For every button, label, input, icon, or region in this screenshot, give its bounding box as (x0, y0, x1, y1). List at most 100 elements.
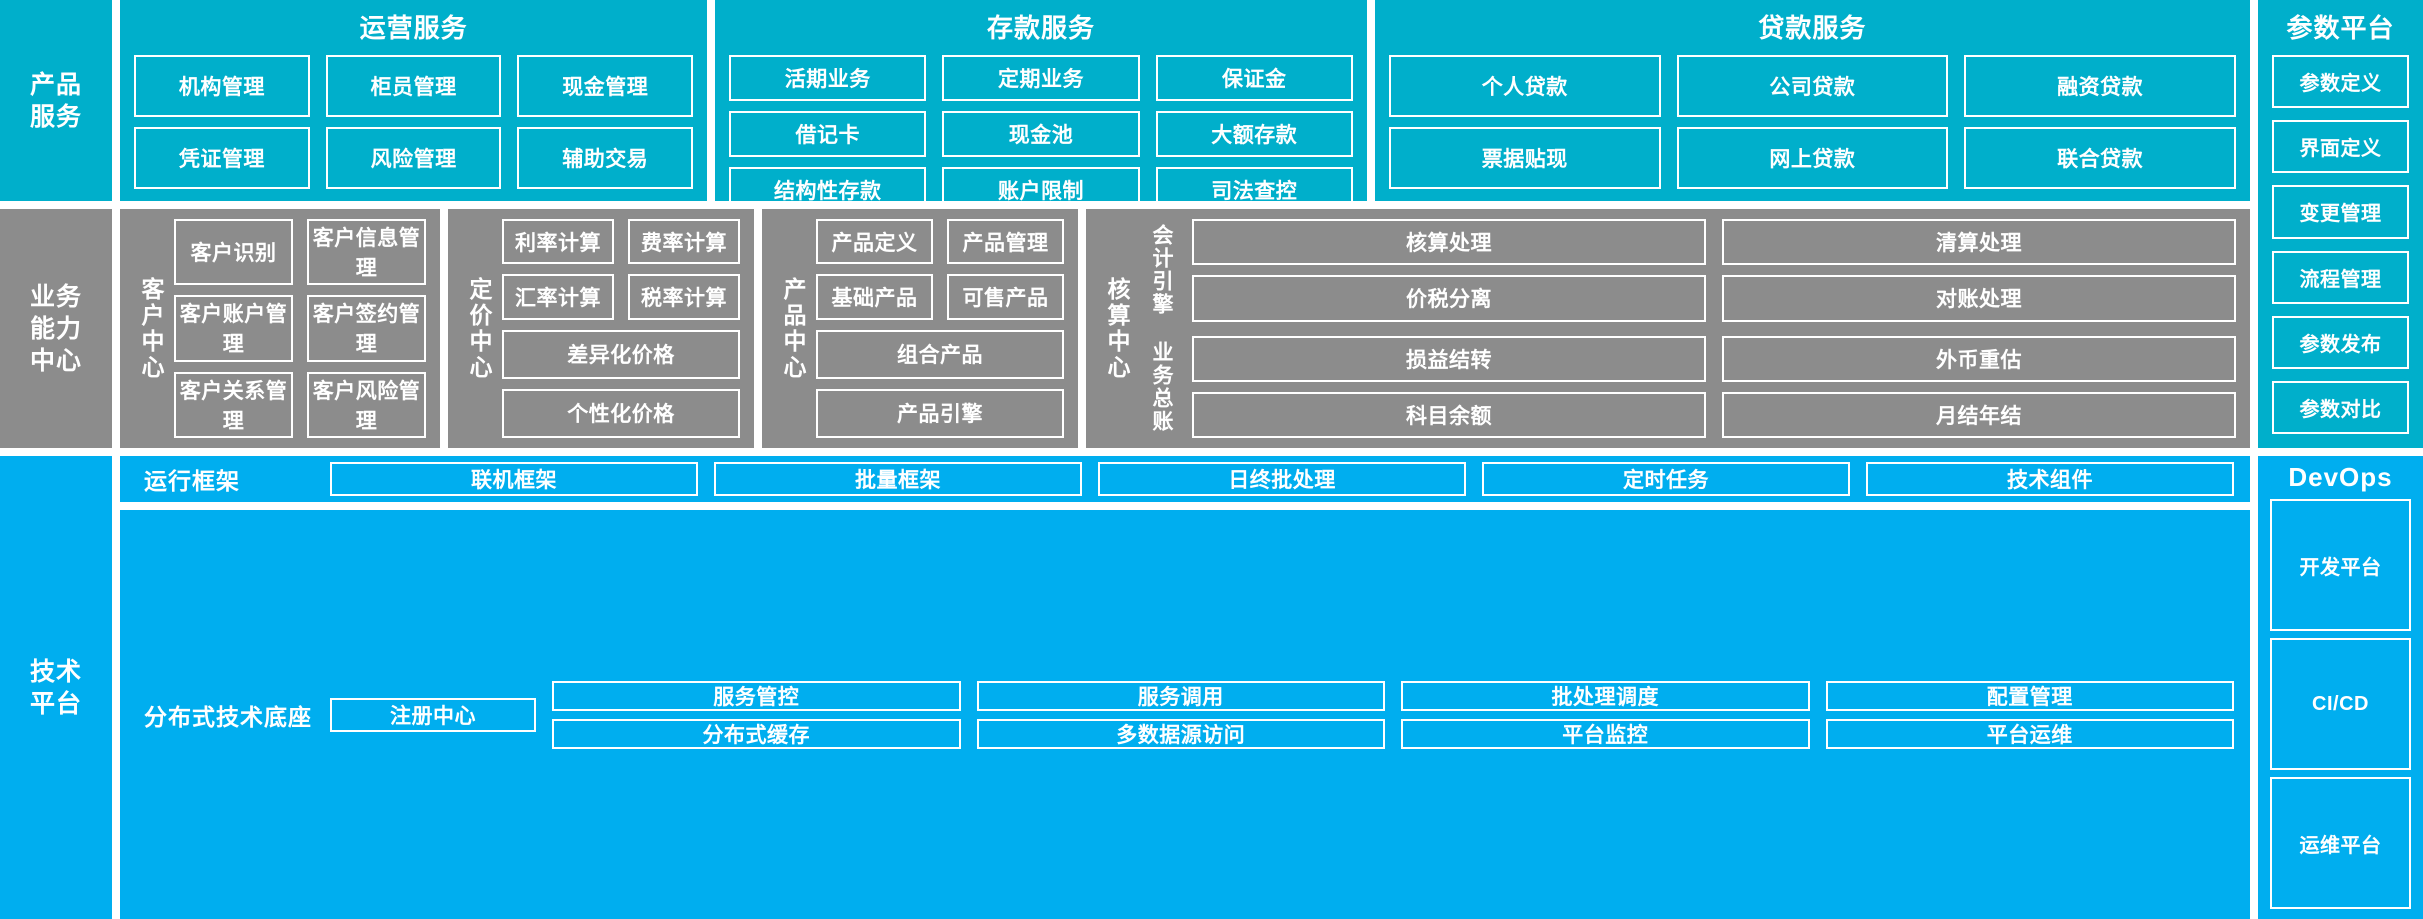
technology-platform-bands: 运行框架 联机框架 批量框架 日终批处理 定时任务 技术组件 分布式技术底座 注… (120, 456, 2250, 919)
panel-deposit-services: 存款服务 活期业务 定期业务 保证金 借记卡 现金池 大额存款 结构性存款 账户… (715, 0, 1367, 213)
vlabel-pricing-center: 定价中心 (466, 276, 492, 381)
row-business-capability: 业务 能力 中心 客户中心 客户识别 客户信息管理 客户账户管理 客户签约管理 (0, 209, 2250, 448)
service-item[interactable]: 网上贷款 (1676, 127, 1949, 189)
band-runtime-framework: 运行框架 联机框架 批量框架 日终批处理 定时任务 技术组件 (120, 456, 2250, 502)
tech-item[interactable]: 服务管控 (552, 680, 961, 711)
capability-item[interactable]: 税率计算 (628, 274, 740, 320)
tech-item[interactable]: 多数据源访问 (976, 718, 1385, 749)
capability-item[interactable]: 产品定义 (816, 219, 933, 265)
product-center-items: 产品定义 产品管理 基础产品 可售产品 组合产品 产品引擎 (816, 219, 1064, 438)
devops-items: 开发平台 CI/CD 运维平台 (2270, 499, 2411, 909)
capability-item[interactable]: 科目余额 (1192, 391, 1706, 438)
capability-item[interactable]: 损益结转 (1192, 335, 1706, 382)
item-row: 基础产品 可售产品 (816, 274, 1064, 320)
tech-item[interactable]: 日终批处理 (1098, 462, 1466, 496)
service-item[interactable]: 融资贷款 (1964, 55, 2237, 117)
capability-item[interactable]: 清算处理 (1722, 219, 2236, 266)
service-item[interactable]: 风险管理 (325, 127, 502, 189)
vlabel-accounting-center: 核算中心 (1104, 276, 1130, 381)
service-item[interactable]: 保证金 (1155, 55, 1353, 101)
item-row: 客户识别 客户信息管理 (174, 219, 426, 286)
capability-item[interactable]: 对账处理 (1722, 275, 2236, 322)
service-item[interactable]: 机构管理 (134, 55, 310, 117)
capability-item[interactable]: 价税分离 (1192, 275, 1706, 322)
business-ledger-grid: 损益结转 外币重估 科目余额 月结年结 (1192, 335, 2236, 438)
service-item[interactable]: 个人贷款 (1388, 55, 1661, 117)
service-item[interactable]: 联合贷款 (1964, 127, 2237, 189)
capability-item[interactable]: 客户签约管理 (307, 295, 426, 362)
service-item[interactable]: 司法查控 (1155, 167, 1353, 213)
capability-item-wide[interactable]: 组合产品 (816, 329, 1064, 379)
service-item[interactable]: 票据贴现 (1388, 127, 1661, 189)
capability-item[interactable]: 客户风险管理 (307, 371, 426, 438)
panel-devops: DevOps 开发平台 CI/CD 运维平台 (2258, 456, 2423, 919)
tech-column: 服务管控 分布式缓存 (552, 680, 961, 749)
tech-item[interactable]: 联机框架 (330, 462, 698, 496)
service-item[interactable]: 柜员管理 (325, 55, 502, 117)
vlabel-customer-center: 客户中心 (138, 276, 164, 381)
tech-item[interactable]: 配置管理 (1825, 680, 2234, 711)
parameter-item[interactable]: 参数发布 (2272, 315, 2409, 369)
devops-item[interactable]: CI/CD (2270, 638, 2411, 770)
panel-loan-services: 贷款服务 个人贷款 公司贷款 融资贷款 票据贴现 网上贷款 联合贷款 (1374, 0, 2251, 201)
tech-item[interactable]: 批处理调度 (1401, 680, 1810, 711)
capability-item[interactable]: 客户识别 (174, 219, 293, 286)
item-row: 客户关系管理 客户风险管理 (174, 371, 426, 438)
capability-item[interactable]: 费率计算 (628, 219, 740, 265)
capability-item[interactable]: 月结年结 (1722, 391, 2236, 438)
service-item[interactable]: 借记卡 (729, 111, 927, 157)
service-item[interactable]: 公司贷款 (1676, 55, 1949, 117)
capability-item[interactable]: 基础产品 (816, 274, 933, 320)
tech-item[interactable]: 分布式缓存 (552, 718, 961, 749)
service-item[interactable]: 辅助交易 (517, 127, 694, 189)
capability-item[interactable]: 汇率计算 (502, 274, 614, 320)
tech-item[interactable]: 平台监控 (1401, 718, 1810, 749)
panel-title-parameter-platform: 参数平台 (2286, 13, 2395, 43)
tech-item[interactable]: 批量框架 (714, 462, 1082, 496)
capability-item-wide[interactable]: 个性化价格 (502, 388, 740, 438)
service-item[interactable]: 现金池 (942, 111, 1140, 157)
tech-item[interactable]: 技术组件 (1866, 462, 2234, 496)
row-technology-platform: 技术 平台 运行框架 联机框架 批量框架 日终批处理 定时任务 技术组件 分布式… (0, 456, 2423, 919)
deposit-services-grid: 活期业务 定期业务 保证金 借记卡 现金池 大额存款 结构性存款 账户限制 司法… (729, 55, 1353, 213)
capability-item[interactable]: 核算处理 (1192, 219, 1706, 266)
capability-item[interactable]: 可售产品 (947, 274, 1064, 320)
capability-item[interactable]: 外币重估 (1722, 335, 2236, 382)
capability-item-wide[interactable]: 差异化价格 (502, 329, 740, 379)
vlabel-accounting-engine: 会计引擎 (1150, 224, 1173, 317)
parameter-item[interactable]: 变更管理 (2272, 185, 2409, 239)
upper-area: 产品 服务 运营服务 机构管理 柜员管理 现金管理 凭证管理 风险管理 辅助交易 (0, 0, 2423, 448)
tech-item-registry-center[interactable]: 注册中心 (330, 697, 536, 732)
parameter-item[interactable]: 流程管理 (2272, 250, 2409, 304)
capability-item[interactable]: 客户信息管理 (307, 219, 426, 286)
service-item[interactable]: 定期业务 (942, 55, 1140, 101)
parameter-item[interactable]: 参数对比 (2272, 380, 2409, 435)
tech-item[interactable]: 定时任务 (1482, 462, 1850, 496)
devops-item[interactable]: 运维平台 (2270, 777, 2411, 909)
capability-item[interactable]: 产品管理 (947, 219, 1064, 265)
service-item[interactable]: 现金管理 (517, 55, 694, 117)
parameter-item[interactable]: 参数定义 (2272, 55, 2409, 109)
panel-customer-center: 客户中心 客户识别 客户信息管理 客户账户管理 客户签约管理 客户关系管理 客户 (120, 209, 440, 448)
devops-item[interactable]: 开发平台 (2270, 499, 2411, 631)
service-item[interactable]: 活期业务 (729, 55, 927, 101)
parameter-item[interactable]: 界面定义 (2272, 120, 2409, 174)
tech-item[interactable]: 平台运维 (1825, 718, 2234, 749)
service-item[interactable]: 账户限制 (942, 167, 1140, 213)
capability-item[interactable]: 客户账户管理 (174, 295, 293, 362)
capability-item-wide[interactable]: 产品引擎 (816, 388, 1064, 438)
registry-center-wrapper: 注册中心 (330, 697, 536, 732)
panel-title-deposit-services: 存款服务 (987, 13, 1096, 43)
tech-column: 批处理调度 平台监控 (1401, 680, 1810, 749)
service-item[interactable]: 结构性存款 (729, 167, 927, 213)
capability-item[interactable]: 客户关系管理 (174, 371, 293, 438)
tech-item[interactable]: 服务调用 (976, 680, 1385, 711)
panel-title-devops: DevOps (2288, 462, 2393, 492)
band-label-runtime-framework: 运行框架 (144, 468, 240, 494)
service-item[interactable]: 凭证管理 (134, 127, 310, 189)
capability-item[interactable]: 利率计算 (502, 219, 614, 265)
service-item[interactable]: 大额存款 (1155, 111, 1353, 157)
panel-parameter-platform: 参数平台 参数定义 界面定义 变更管理 流程管理 参数发布 参数对比 (2258, 0, 2423, 448)
distributed-base-columns: 服务管控 分布式缓存 服务调用 多数据源访问 批处理调度 平台监控 配置管理 平… (552, 680, 2234, 749)
